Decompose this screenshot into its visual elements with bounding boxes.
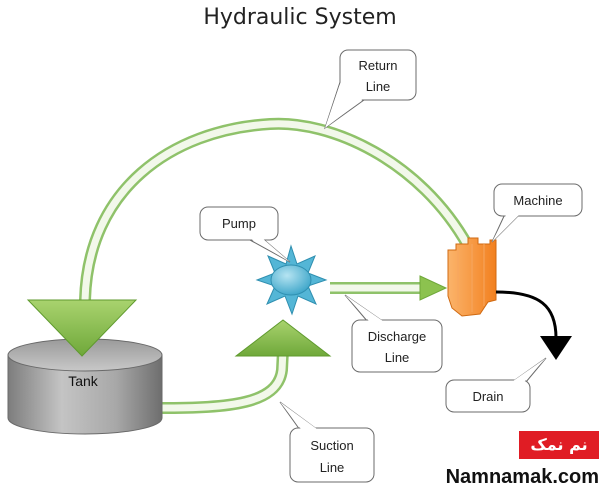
tank: Tank <box>7 338 163 435</box>
suction-arrowhead <box>234 319 332 357</box>
return-arrowhead <box>26 299 138 357</box>
callout-discharge-line-text-2: Line <box>385 350 410 365</box>
callout-suction-line-text-2: Line <box>320 460 345 475</box>
callout-pump-text: Pump <box>222 216 256 231</box>
callout-suction-line-text-1: Suction <box>310 438 353 453</box>
suction-line-pipe <box>159 349 289 414</box>
discharge-arrowhead <box>419 275 448 301</box>
callout-discharge-line: Discharge Line <box>344 294 443 373</box>
watermark-latin: Namnamak.com <box>445 466 599 488</box>
callout-return-line: Return Line <box>324 49 417 130</box>
callout-drain-text: Drain <box>472 389 503 404</box>
pump <box>255 244 328 316</box>
callout-return-line-text-1: Return <box>358 58 397 73</box>
return-line-pipe <box>79 117 474 306</box>
drain-line <box>495 290 572 360</box>
callout-return-line-text-2: Line <box>366 79 391 94</box>
callout-drain: Drain <box>445 357 547 413</box>
watermark-persian: نم نمک <box>519 431 599 459</box>
callout-machine-text: Machine <box>513 193 562 208</box>
callout-discharge-line-text-1: Discharge <box>368 329 427 344</box>
callout-pump: Pump <box>199 206 291 263</box>
tank-label: Tank <box>68 373 99 389</box>
callout-suction-line: Suction Line <box>279 401 375 483</box>
callout-machine: Machine <box>491 183 583 243</box>
machine <box>447 237 497 317</box>
diagram-title: Hydraulic System <box>203 5 396 30</box>
